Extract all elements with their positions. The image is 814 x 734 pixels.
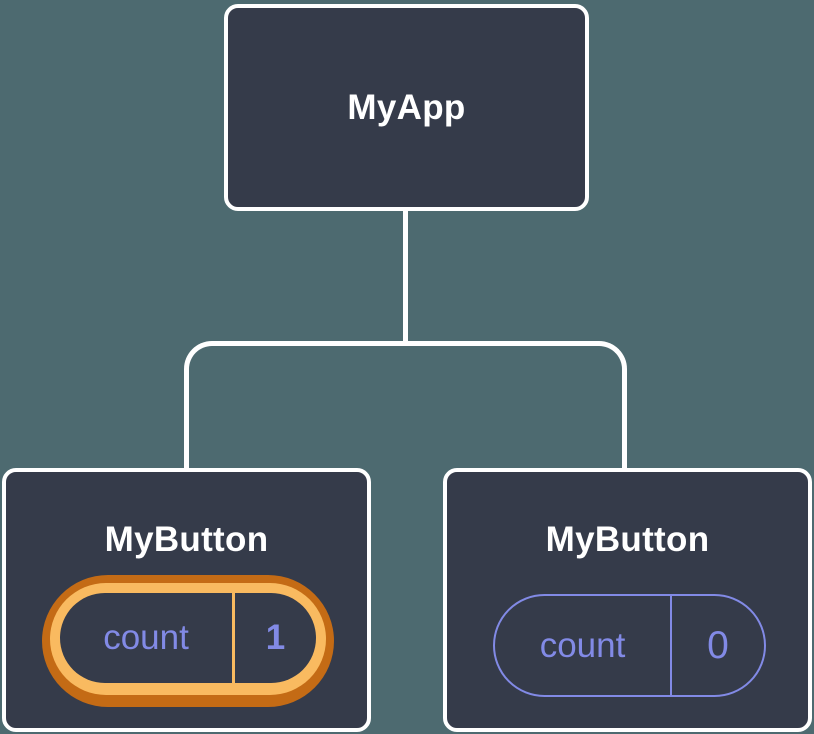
pill-divider: [670, 596, 672, 695]
state-value: 0: [707, 623, 729, 667]
node-mybutton-right: MyButton count 0: [443, 468, 812, 732]
node-myapp: MyApp: [224, 4, 589, 211]
node-mybutton-right-label: MyButton: [545, 520, 710, 559]
node-mybutton-left: MyButton count 1: [2, 468, 371, 732]
state-name: count: [539, 625, 626, 665]
state-pill-body: count 1: [60, 593, 316, 683]
state-pill-highlight-ring: count 1: [50, 583, 326, 695]
edge-root-stem: [403, 211, 408, 344]
pill-divider: [232, 593, 235, 683]
state-value: 1: [265, 618, 286, 657]
node-mybutton-left-label: MyButton: [104, 520, 269, 559]
state-pill-highlighted: count 1: [42, 575, 334, 707]
state-name: count: [103, 618, 189, 657]
edge-branch: [184, 341, 627, 468]
state-pill-plain: count 0: [493, 594, 766, 697]
node-myapp-label: MyApp: [347, 87, 466, 127]
